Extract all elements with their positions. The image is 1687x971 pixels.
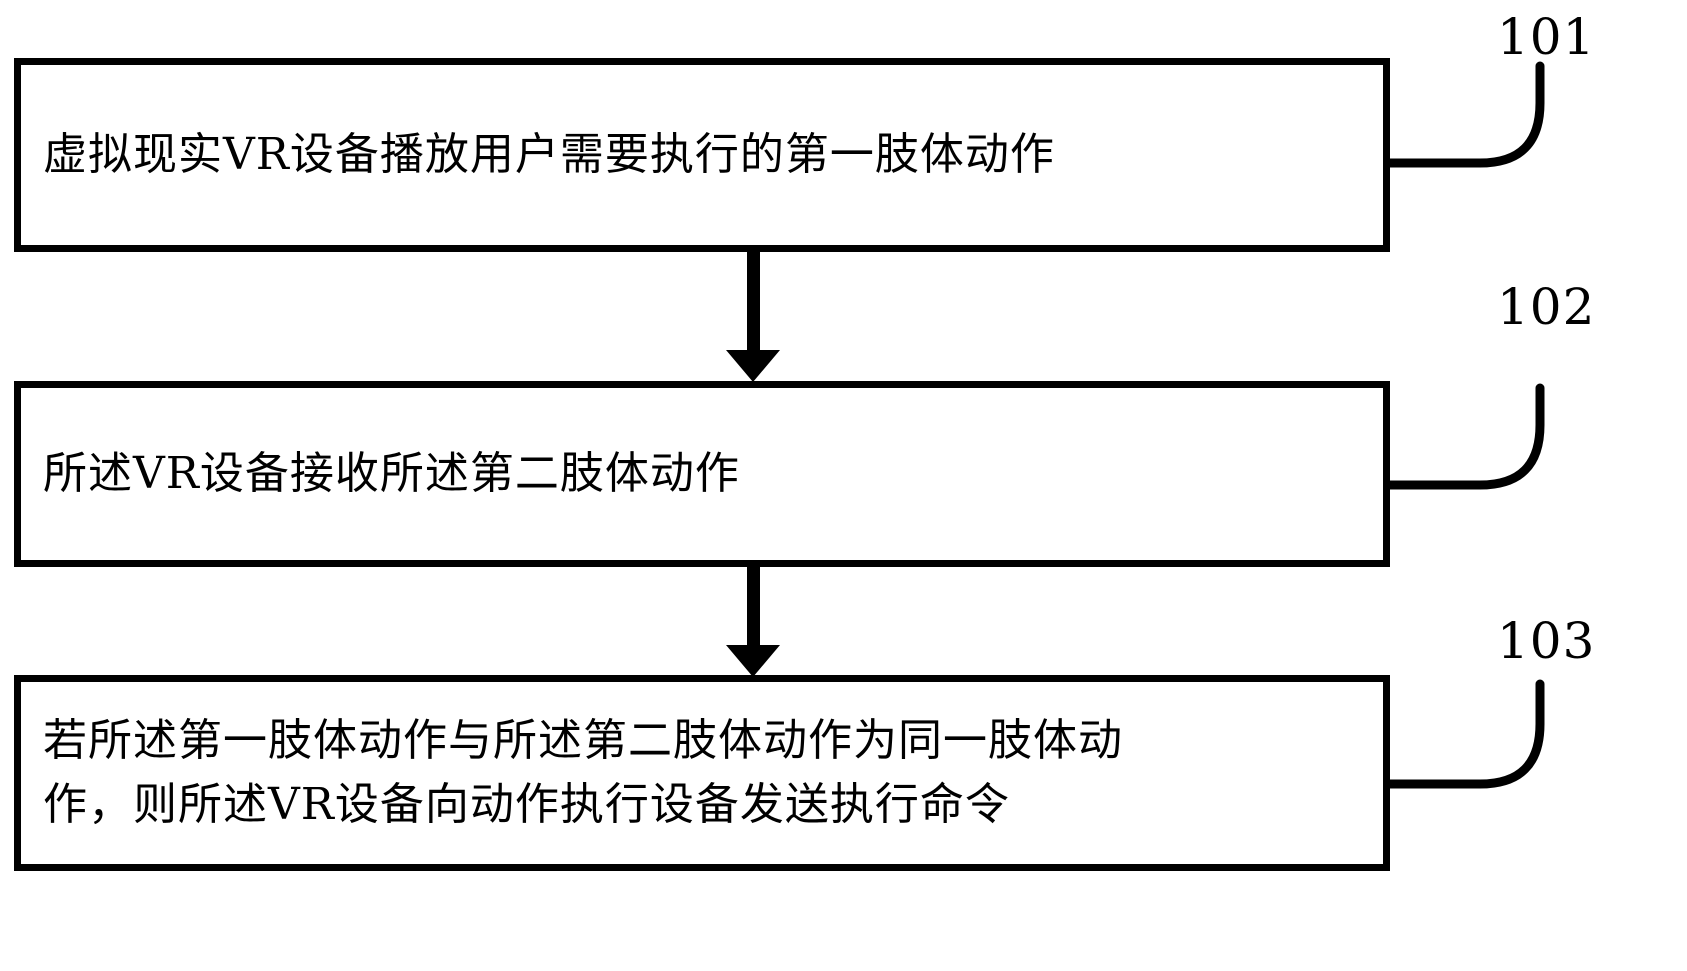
arrow-head-102-103 — [726, 645, 780, 677]
step-number-103: 103 — [1497, 612, 1596, 670]
process-box-101: 虚拟现实VR设备播放用户需要执行的第一肢体动作 — [14, 58, 1390, 252]
process-box-101-line-1: 虚拟现实VR设备播放用户需要执行的第一肢体动作 — [43, 129, 1055, 180]
leader-line-102 — [1385, 380, 1590, 510]
leader-line-101 — [1385, 58, 1590, 188]
arrow-head-101-102 — [726, 350, 780, 382]
leader-line-103 — [1385, 676, 1590, 806]
step-number-102: 102 — [1497, 278, 1596, 336]
connector-line-102-103 — [747, 567, 760, 647]
process-box-102: 所述VR设备接收所述第二肢体动作 — [14, 381, 1390, 567]
process-box-103: 若所述第一肢体动作与所述第二肢体动作为同一肢体动 作，则所述VR设备向动作执行设… — [14, 675, 1390, 871]
process-box-103-line-1: 若所述第一肢体动作与所述第二肢体动作为同一肢体动 — [43, 715, 1123, 766]
step-number-101: 101 — [1497, 8, 1596, 66]
connector-line-101-102 — [747, 252, 760, 352]
process-box-102-line-1: 所述VR设备接收所述第二肢体动作 — [43, 448, 740, 499]
process-box-103-line-2: 作，则所述VR设备向动作执行设备发送执行命令 — [43, 779, 1010, 830]
